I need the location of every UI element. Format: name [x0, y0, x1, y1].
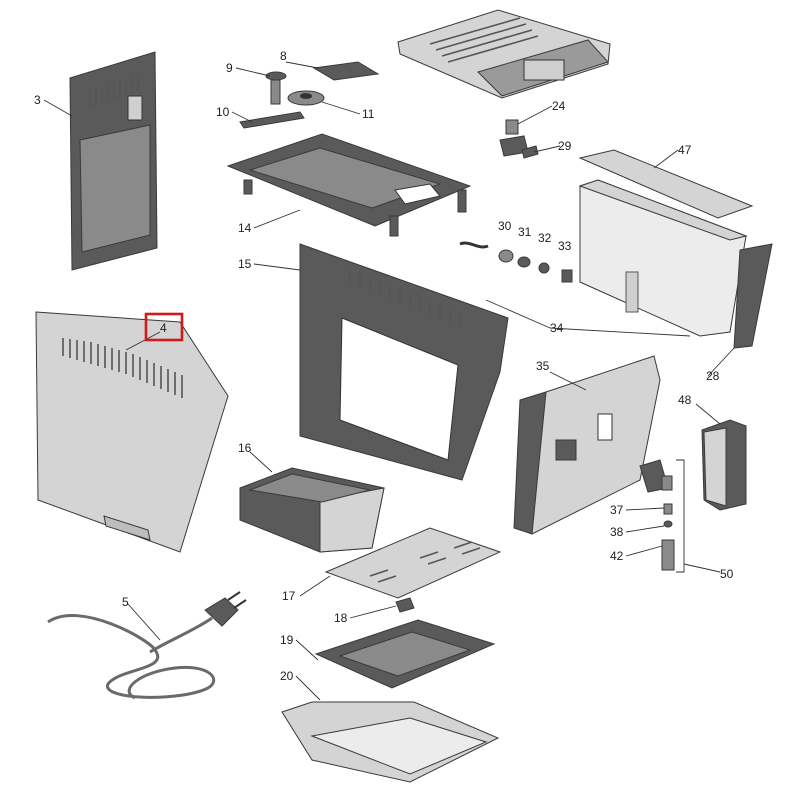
callout-4: 4 — [160, 321, 167, 335]
callout-31: 31 — [518, 225, 532, 239]
part-14-frame — [226, 133, 472, 237]
callout-19: 19 — [280, 633, 294, 647]
callout-34: 34 — [550, 321, 564, 335]
part-48-dispenser — [701, 419, 747, 511]
part-10-bracket — [239, 111, 305, 129]
part-31-gasket — [517, 256, 531, 268]
callout-9: 9 — [226, 61, 233, 75]
callout-35: 35 — [536, 359, 550, 373]
callout-50: 50 — [720, 567, 734, 581]
callout-10: 10 — [216, 105, 230, 119]
callout-37: 37 — [610, 503, 624, 517]
part-28-tank-handle — [733, 243, 773, 349]
callout-18: 18 — [334, 611, 348, 625]
part-18-float — [395, 597, 415, 613]
callout-16: 16 — [238, 441, 252, 455]
part-37-nozzle-tip — [663, 503, 673, 515]
part-3-back-panel — [69, 51, 158, 271]
callout-5: 5 — [122, 595, 129, 609]
part-50-bracket-line — [676, 459, 685, 573]
callout-32: 32 — [538, 231, 552, 245]
part-38-oring — [663, 520, 673, 528]
callout-11: 11 — [362, 107, 375, 121]
part-17-drip-grille — [324, 527, 502, 599]
part-29-sensor — [521, 145, 539, 159]
highlight-box-part-4 — [144, 312, 184, 342]
part-8-cover — [312, 61, 380, 81]
callout-48: 48 — [678, 393, 692, 407]
part-16-grounds-container — [239, 467, 385, 553]
callout-29: 29 — [558, 139, 572, 153]
part-11-funnel — [287, 90, 325, 106]
callout-labels: 3 4 5 8 9 10 11 14 15 16 17 18 19 20 24 … — [34, 49, 734, 683]
part-4-side-cover — [35, 311, 229, 553]
callout-30: 30 — [498, 219, 512, 233]
hose-piece — [459, 241, 489, 249]
callout-33: 33 — [558, 239, 572, 253]
part-5-power-cord — [47, 591, 247, 700]
callout-20: 20 — [280, 669, 294, 683]
part-42-tube — [661, 539, 675, 571]
callout-17: 17 — [282, 589, 296, 603]
top-cover-control-panel — [397, 9, 611, 99]
part-15-chassis — [299, 243, 509, 481]
callout-24: 24 — [552, 99, 566, 113]
part-24-valve — [499, 119, 529, 157]
part-35-front-cover — [513, 355, 661, 535]
callout-38: 38 — [610, 525, 624, 539]
part-33-spring — [561, 269, 573, 283]
leader-lines — [43, 61, 735, 701]
part-30-gasket — [498, 249, 514, 263]
part-50-nozzle-assembly — [639, 459, 673, 493]
part-9-knob — [265, 71, 287, 105]
callout-3: 3 — [34, 93, 41, 107]
callout-8: 8 — [280, 49, 287, 63]
part-47-tank-lid — [578, 149, 754, 219]
callout-28: 28 — [706, 369, 720, 383]
callout-47: 47 — [678, 143, 692, 157]
part-20-drip-tray — [281, 701, 500, 783]
callout-15: 15 — [238, 257, 252, 271]
part-32-gasket — [538, 262, 550, 274]
callout-42: 42 — [610, 549, 624, 563]
callout-14: 14 — [238, 221, 252, 235]
water-tank — [578, 179, 748, 337]
part-19-tray-frame — [314, 619, 496, 689]
